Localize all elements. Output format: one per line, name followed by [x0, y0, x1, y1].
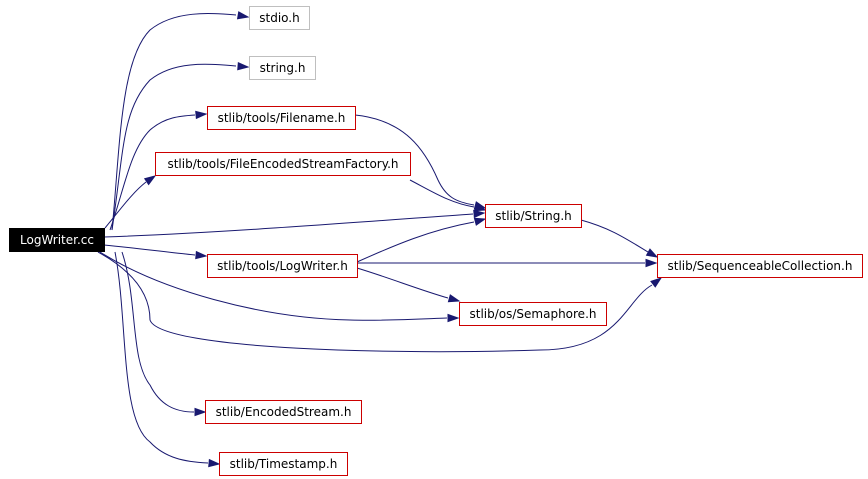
arrowhead-icon: [645, 248, 659, 258]
edge-root-to-stdio: [111, 11, 250, 231]
arrowhead-icon: [143, 175, 157, 186]
arrowhead-icon: [447, 294, 461, 303]
arrowhead-icon: [650, 277, 663, 288]
node-label: stlib/os/Semaphore.h: [469, 307, 596, 321]
edges-layer: [97, 11, 663, 468]
node-label: string.h: [260, 61, 306, 75]
edge-root-to-logw: [103, 244, 208, 260]
node-box: [485, 204, 582, 228]
arrowhead-icon: [195, 250, 208, 260]
edge-root-to-strh: [103, 209, 486, 238]
node-box: [205, 400, 362, 424]
edge-line: [111, 63, 237, 231]
arrowhead-icon: [237, 61, 250, 71]
edge-logw-to-seqc: [357, 258, 658, 268]
edge-line: [121, 251, 195, 413]
edge-line: [99, 251, 448, 321]
node-fesf[interactable]: stlib/tools/FileEncodedStreamFactory.h: [155, 152, 411, 176]
edge-root-to-filename: [109, 110, 208, 231]
arrowhead-icon: [447, 313, 460, 323]
node-filename[interactable]: stlib/tools/Filename.h: [207, 106, 356, 130]
arrowhead-icon: [473, 209, 486, 219]
arrowhead-icon: [195, 110, 208, 120]
edge-line: [409, 179, 475, 208]
edge-root-to-fesf: [104, 175, 157, 229]
node-tstamp[interactable]: stlib/Timestamp.h: [219, 452, 348, 476]
edge-line: [97, 251, 653, 353]
node-root[interactable]: LogWriter.cc: [9, 228, 105, 252]
edge-line: [114, 251, 209, 464]
node-box: [207, 254, 358, 278]
edge-line: [354, 114, 475, 206]
node-label: stdio.h: [259, 11, 299, 25]
edge-line: [356, 221, 475, 263]
node-label: stlib/EncodedStream.h: [216, 405, 352, 419]
edge-root-to-encs: [121, 251, 207, 417]
node-box: [155, 152, 411, 176]
arrowhead-icon: [194, 407, 207, 417]
node-box: [9, 228, 105, 252]
node-string: string.h: [249, 56, 316, 80]
arrowhead-icon: [645, 258, 658, 268]
arrowhead-icon: [208, 458, 221, 468]
node-sema[interactable]: stlib/os/Semaphore.h: [459, 302, 607, 326]
node-label: stlib/String.h: [495, 209, 572, 223]
node-label: LogWriter.cc: [20, 233, 94, 247]
node-box: [249, 56, 316, 80]
edge-line: [104, 181, 147, 229]
node-label: stlib/SequenceableCollection.h: [668, 259, 853, 273]
edge-logw-to-sema: [356, 267, 461, 303]
arrowhead-icon: [473, 203, 487, 212]
node-box: [207, 106, 356, 130]
node-strh[interactable]: stlib/String.h: [485, 204, 582, 228]
arrowhead-icon: [473, 217, 487, 226]
node-box: [249, 6, 310, 30]
node-box: [657, 254, 863, 278]
arrowhead-icon: [236, 11, 250, 20]
edge-line: [103, 213, 474, 238]
node-box: [459, 302, 607, 326]
edge-line: [111, 13, 237, 231]
node-stdio: stdio.h: [249, 6, 310, 30]
edge-strh-to-seqc: [580, 219, 659, 258]
edge-line: [103, 244, 196, 256]
edge-fesf-to-strh: [409, 179, 487, 212]
edge-line: [356, 267, 449, 299]
edge-root-to-seqc: [97, 251, 663, 353]
edge-root-to-sema: [99, 251, 460, 323]
node-logw[interactable]: stlib/tools/LogWriter.h: [207, 254, 358, 278]
edge-root-to-string: [111, 61, 250, 231]
edge-root-to-tstamp: [114, 251, 221, 468]
edge-line: [580, 219, 649, 253]
node-label: stlib/tools/LogWriter.h: [217, 259, 348, 273]
edge-line: [109, 114, 196, 231]
node-label: stlib/Timestamp.h: [230, 457, 338, 471]
node-label: stlib/tools/Filename.h: [218, 111, 346, 125]
nodes-layer: LogWriter.cc stdio.h string.h stlib/tools/F…: [9, 6, 863, 476]
node-box: [219, 452, 348, 476]
node-encs[interactable]: stlib/EncodedStream.h: [205, 400, 362, 424]
node-seqc[interactable]: stlib/SequenceableCollection.h: [657, 254, 863, 278]
node-label: stlib/tools/FileEncodedStreamFactory.h: [167, 157, 398, 171]
edge-logw-to-strh: [356, 217, 487, 263]
